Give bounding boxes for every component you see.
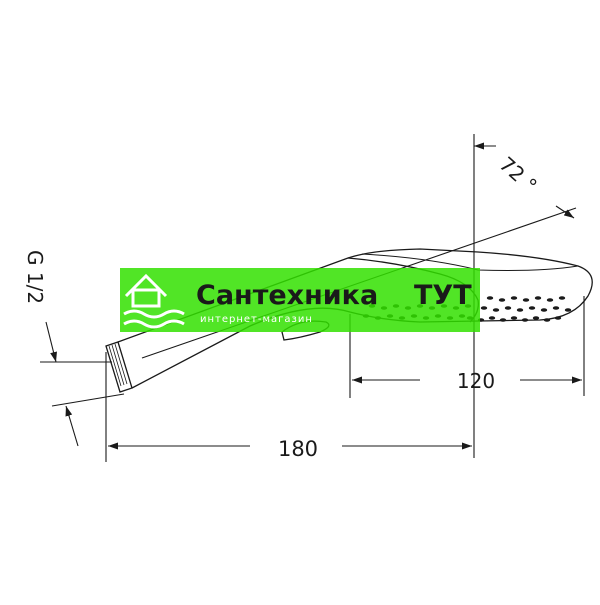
nozzle [552, 306, 560, 310]
nozzle [528, 306, 536, 310]
angle-label: 72 ° [495, 152, 542, 198]
watermark: Сантехника ТУТ интернет-магазин [120, 268, 480, 332]
nozzle [543, 318, 551, 322]
nozzle [499, 318, 507, 322]
nozzle [498, 298, 506, 302]
nozzle [488, 316, 496, 320]
thread-dimension [40, 321, 125, 447]
nozzle [546, 298, 554, 302]
nozzle [564, 308, 572, 312]
nozzle [486, 296, 494, 300]
nozzle [480, 306, 488, 310]
nozzle [492, 308, 500, 312]
nozzle [522, 298, 530, 302]
length-label: 180 [278, 437, 318, 461]
nozzle [558, 296, 566, 300]
watermark-subtitle: интернет-магазин [200, 314, 313, 325]
nozzle [521, 318, 529, 322]
nozzle [510, 296, 518, 300]
house-icon [123, 273, 185, 329]
nozzle [534, 296, 542, 300]
nozzle [554, 316, 562, 320]
nozzle [516, 308, 524, 312]
watermark-accent: ТУТ [414, 280, 472, 311]
nozzle [510, 316, 518, 320]
head-width-label: 120 [457, 369, 495, 393]
nozzle [540, 308, 548, 312]
angle-dimension [474, 142, 575, 219]
nozzle [504, 306, 512, 310]
thread-label: G 1/2 [23, 250, 47, 304]
nozzle [532, 316, 540, 320]
watermark-title: Сантехника [196, 280, 378, 311]
